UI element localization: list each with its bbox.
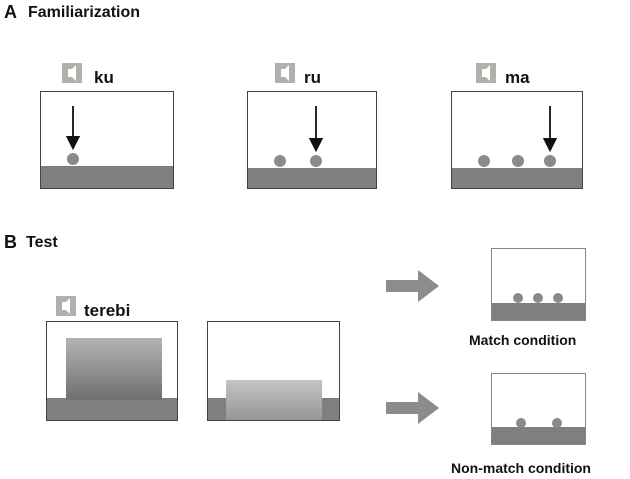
- familiarization-word-2: ru: [304, 68, 321, 87]
- familiarization-word-3: ma: [505, 68, 530, 87]
- ball: [553, 293, 563, 303]
- ball: [310, 155, 322, 167]
- test-word: terebi: [84, 301, 131, 320]
- ground: [492, 303, 585, 320]
- test-box-screen-lowered: [207, 321, 340, 421]
- speaker-icon: [56, 296, 76, 316]
- familiarization-box-3: [451, 91, 583, 189]
- ball: [274, 155, 286, 167]
- familiarization-word-1: ku: [94, 68, 114, 87]
- ground: [47, 398, 177, 420]
- ball: [513, 293, 523, 303]
- ground: [452, 168, 582, 188]
- familiarization-box-1: [40, 91, 174, 189]
- ball: [544, 155, 556, 167]
- nonmatch-condition-label: Non-match condition: [451, 460, 591, 476]
- ball: [516, 418, 526, 428]
- ground: [248, 168, 376, 188]
- section-a-letter: A: [4, 2, 17, 22]
- speaker-icon: [275, 63, 295, 83]
- test-box-screen-raised: [46, 321, 178, 421]
- match-outcome-box: [491, 248, 586, 321]
- ball: [512, 155, 524, 167]
- familiarization-box-2: [247, 91, 377, 189]
- ball: [478, 155, 490, 167]
- ball: [552, 418, 562, 428]
- section-a-title: Familiarization: [28, 4, 141, 21]
- ball: [533, 293, 543, 303]
- occluding-screen: [66, 338, 162, 400]
- occluding-screen: [226, 380, 322, 420]
- ball: [67, 153, 79, 165]
- section-b-title: Test: [26, 234, 58, 251]
- section-b-letter: B: [4, 232, 17, 252]
- ground: [492, 427, 585, 444]
- speaker-icon: [476, 63, 496, 83]
- ground: [41, 166, 173, 188]
- match-condition-label: Match condition: [469, 332, 577, 348]
- right-arrow-icon: [386, 392, 439, 424]
- right-arrow-icon: [386, 270, 439, 302]
- nonmatch-outcome-box: [491, 373, 586, 445]
- speaker-icon: [62, 63, 82, 83]
